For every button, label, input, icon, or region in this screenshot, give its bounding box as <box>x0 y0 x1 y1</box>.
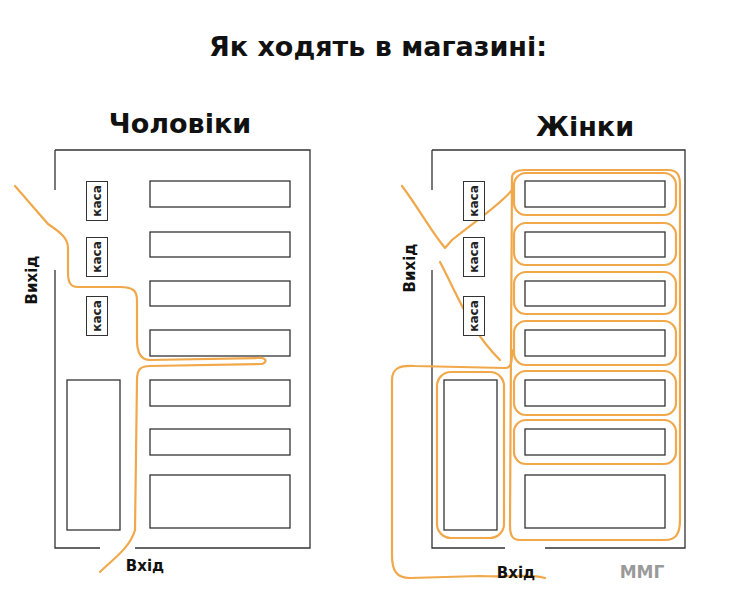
store-outline <box>55 150 310 548</box>
cashier-box: каса <box>463 237 485 277</box>
panel-heading: Чоловіки <box>109 108 251 139</box>
cashier-label: каса <box>90 300 104 331</box>
entrance-label: Вхід <box>126 557 164 575</box>
cashier-label: каса <box>90 241 104 272</box>
cashier-box: каса <box>86 181 108 221</box>
cashier-label: каса <box>467 241 481 272</box>
exit-label: Вихід <box>23 256 41 305</box>
panel-heading: Жінки <box>536 111 634 142</box>
cashier-label: каса <box>467 300 481 331</box>
cashier-box: каса <box>463 296 485 336</box>
watermark: ММГ <box>620 562 665 582</box>
cashier-box: каса <box>86 237 108 277</box>
cashier-label: каса <box>90 185 104 216</box>
store-outline <box>432 150 685 548</box>
diagram-title: Як ходять в магазині: <box>209 31 547 62</box>
cashier-box: каса <box>463 181 485 221</box>
exit-label: Вихід <box>401 244 419 293</box>
walking-path <box>15 170 680 578</box>
entrance-label: Вхід <box>497 564 535 582</box>
cashier-label: каса <box>467 185 481 216</box>
cashier-box: каса <box>86 296 108 336</box>
